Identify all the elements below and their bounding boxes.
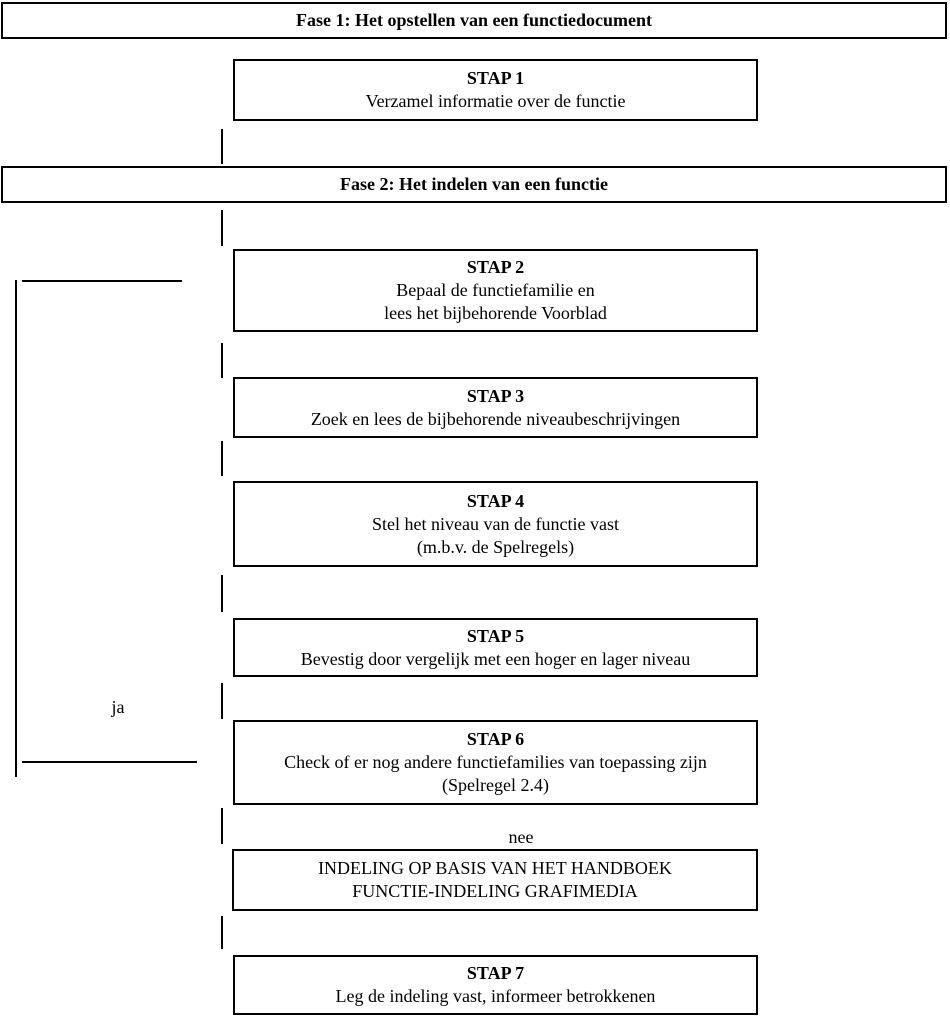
phase-header-fase1: Fase 1: Het opstellen van een functiedoc… — [1, 2, 947, 39]
connector-stap1-fase2 — [221, 129, 223, 164]
step-title: STAP 7 — [466, 963, 525, 983]
step-text: lees het bijbehorende Voorblad — [384, 303, 607, 323]
phase-header-fase2-label: Fase 2: Het indelen van een functie — [340, 174, 608, 194]
connector-stap2-stap3 — [221, 343, 223, 378]
step-text: Bevestig door vergelijk met een hoger en… — [300, 648, 691, 669]
step-box-stap3: STAP 3 Zoek en lees de bijbehorende nive… — [233, 377, 758, 438]
phase-header-fase2: Fase 2: Het indelen van een functie — [1, 166, 947, 203]
step-text: Leg de indeling vast, informeer betrokke… — [335, 986, 656, 1006]
result-text: INDELING OP BASIS VAN HET HANDBOEK — [318, 858, 672, 878]
branch-label-nee: nee — [508, 827, 534, 847]
step-box-stap5: STAP 5 Bevestig door vergelijk met een h… — [233, 618, 758, 677]
phase-header-fase1-label: Fase 1: Het opstellen van een functiedoc… — [296, 10, 652, 30]
step-title: STAP 2 — [466, 257, 525, 277]
branch-label-ja: ja — [111, 697, 125, 717]
connector-fase2-stap2 — [221, 210, 223, 246]
step-text: Stel het niveau van de functie vast — [372, 513, 619, 534]
ja-loop-bottom-line — [22, 761, 197, 763]
step-box-stap2: STAP 2 Bepaal de functiefamilie en lees … — [233, 249, 758, 332]
step-box-stap6: STAP 6 Check of er nog andere functiefam… — [233, 720, 758, 805]
connector-result-stap7 — [221, 916, 223, 949]
step-box-stap1: STAP 1 Verzamel informatie over de funct… — [233, 59, 758, 121]
ja-loop-vertical-line — [15, 280, 17, 777]
step-text: Verzamel informatie over de functie — [365, 91, 626, 111]
connector-stap6-result — [221, 808, 223, 844]
connector-stap3-stap4 — [221, 441, 223, 476]
step-title: STAP 6 — [466, 729, 525, 749]
step-title: STAP 5 — [466, 625, 525, 646]
result-box-indeling: INDELING OP BASIS VAN HET HANDBOEK FUNCT… — [232, 849, 758, 911]
step-title: STAP 3 — [466, 385, 525, 406]
connector-stap4-stap5 — [221, 575, 223, 612]
step-title: STAP 1 — [466, 68, 525, 88]
step-text: Check of er nog andere functiefamilies v… — [284, 752, 707, 772]
result-text: FUNCTIE-INDELING GRAFIMEDIA — [352, 881, 638, 901]
step-title: STAP 4 — [466, 490, 525, 511]
step-text: (Spelregel 2.4) — [442, 775, 549, 795]
connector-stap5-stap6 — [221, 683, 223, 719]
step-text: Bepaal de functiefamilie en — [396, 280, 595, 300]
step-box-stap7: STAP 7 Leg de indeling vast, informeer b… — [233, 955, 758, 1015]
ja-loop-top-line — [22, 280, 182, 282]
step-box-stap4: STAP 4 Stel het niveau van de functie va… — [233, 481, 758, 567]
step-text: (m.b.v. de Spelregels) — [416, 536, 575, 557]
step-text: Zoek en lees de bijbehorende niveaubesch… — [310, 408, 681, 429]
